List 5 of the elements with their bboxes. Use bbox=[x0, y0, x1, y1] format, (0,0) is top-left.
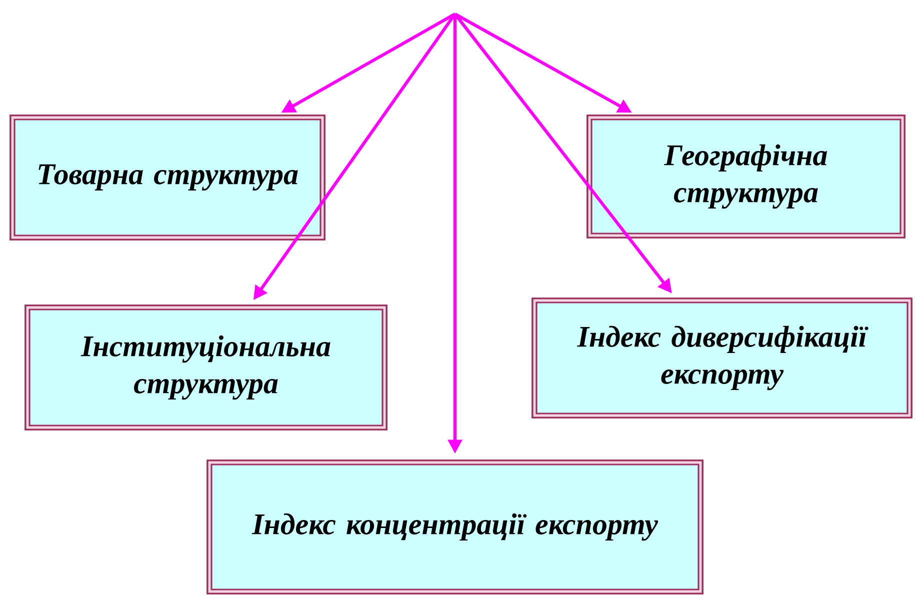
structure-box: Інституціональна структура bbox=[24, 304, 388, 430]
structure-box: Товарна структура bbox=[10, 114, 326, 240]
structure-box: Індекс диверсифікації експорту bbox=[532, 298, 912, 418]
structure-box: Географічна структура bbox=[586, 114, 906, 238]
structure-box: Індекс концентрації експорту bbox=[206, 460, 704, 594]
